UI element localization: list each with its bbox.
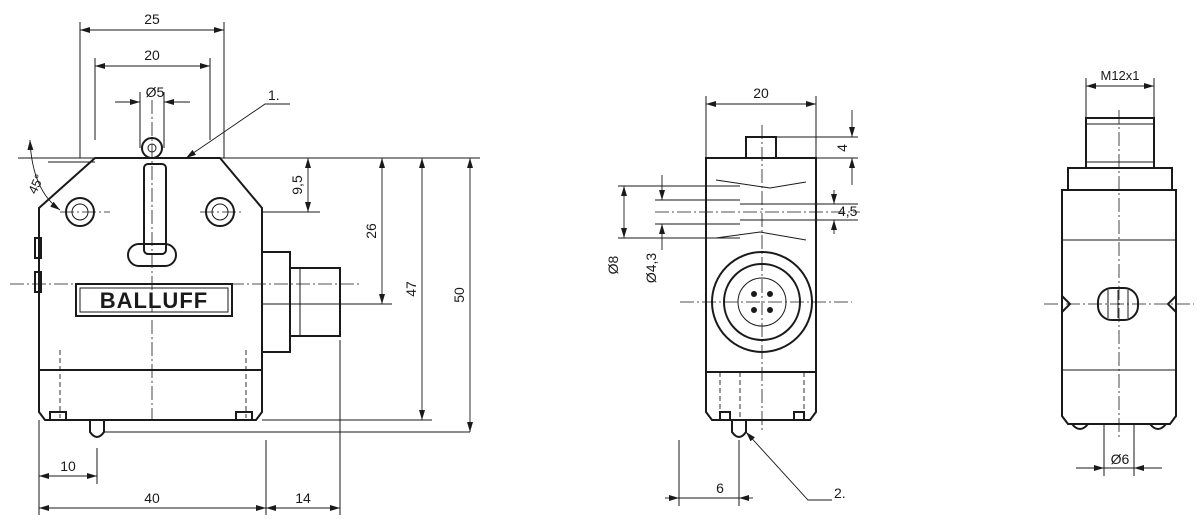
dim-d5: Ø5 — [146, 84, 165, 100]
connector-body — [289, 267, 341, 337]
callout-2-leader — [745, 431, 832, 501]
connector-hex — [1067, 167, 1173, 191]
side-top-pin — [745, 136, 777, 159]
switch-housing-outline — [38, 157, 263, 421]
dim-25: 25 — [144, 11, 160, 27]
connector-thread — [1085, 117, 1155, 169]
front-view: BALLUFF — [10, 11, 480, 515]
mid-dim-d8: Ø8 — [605, 255, 621, 274]
mid-dim-20: 20 — [753, 85, 769, 101]
callout-1: 1. — [268, 87, 280, 103]
ground-tip — [89, 420, 105, 438]
callout-1-leader — [185, 103, 290, 159]
connector-nut — [261, 251, 291, 353]
back-dim-d6: Ø6 — [1111, 451, 1130, 467]
angle-arc — [27, 139, 61, 211]
mid-dim-d4-3: Ø4,3 — [643, 253, 659, 284]
dim-thread: M12x1 — [1100, 68, 1139, 83]
back-housing-outline — [1061, 189, 1177, 425]
back-view: M12x1 Ø6 — [1044, 68, 1194, 476]
side-view: 20 4 Ø8 Ø4,3 4,5 6 2. — [605, 85, 860, 506]
side-housing-outline — [705, 157, 817, 421]
mid-dim-4: 4 — [834, 144, 850, 152]
actuator-plunger — [143, 163, 167, 255]
dim-14: 14 — [295, 490, 311, 506]
dim-20: 20 — [144, 47, 160, 63]
dim-50: 50 — [451, 287, 467, 303]
mid-dim-6: 6 — [716, 480, 724, 496]
dim-47: 47 — [403, 281, 419, 297]
dim-9-5: 9,5 — [289, 175, 305, 195]
dim-40: 40 — [144, 490, 160, 506]
dim-26: 26 — [363, 223, 379, 239]
callout-2: 2. — [834, 485, 846, 501]
balluff-logo: BALLUFF — [100, 288, 208, 313]
mid-dim-4-5: 4,5 — [838, 203, 858, 219]
dim-10: 10 — [60, 458, 76, 474]
side-ground-tip — [731, 420, 747, 438]
